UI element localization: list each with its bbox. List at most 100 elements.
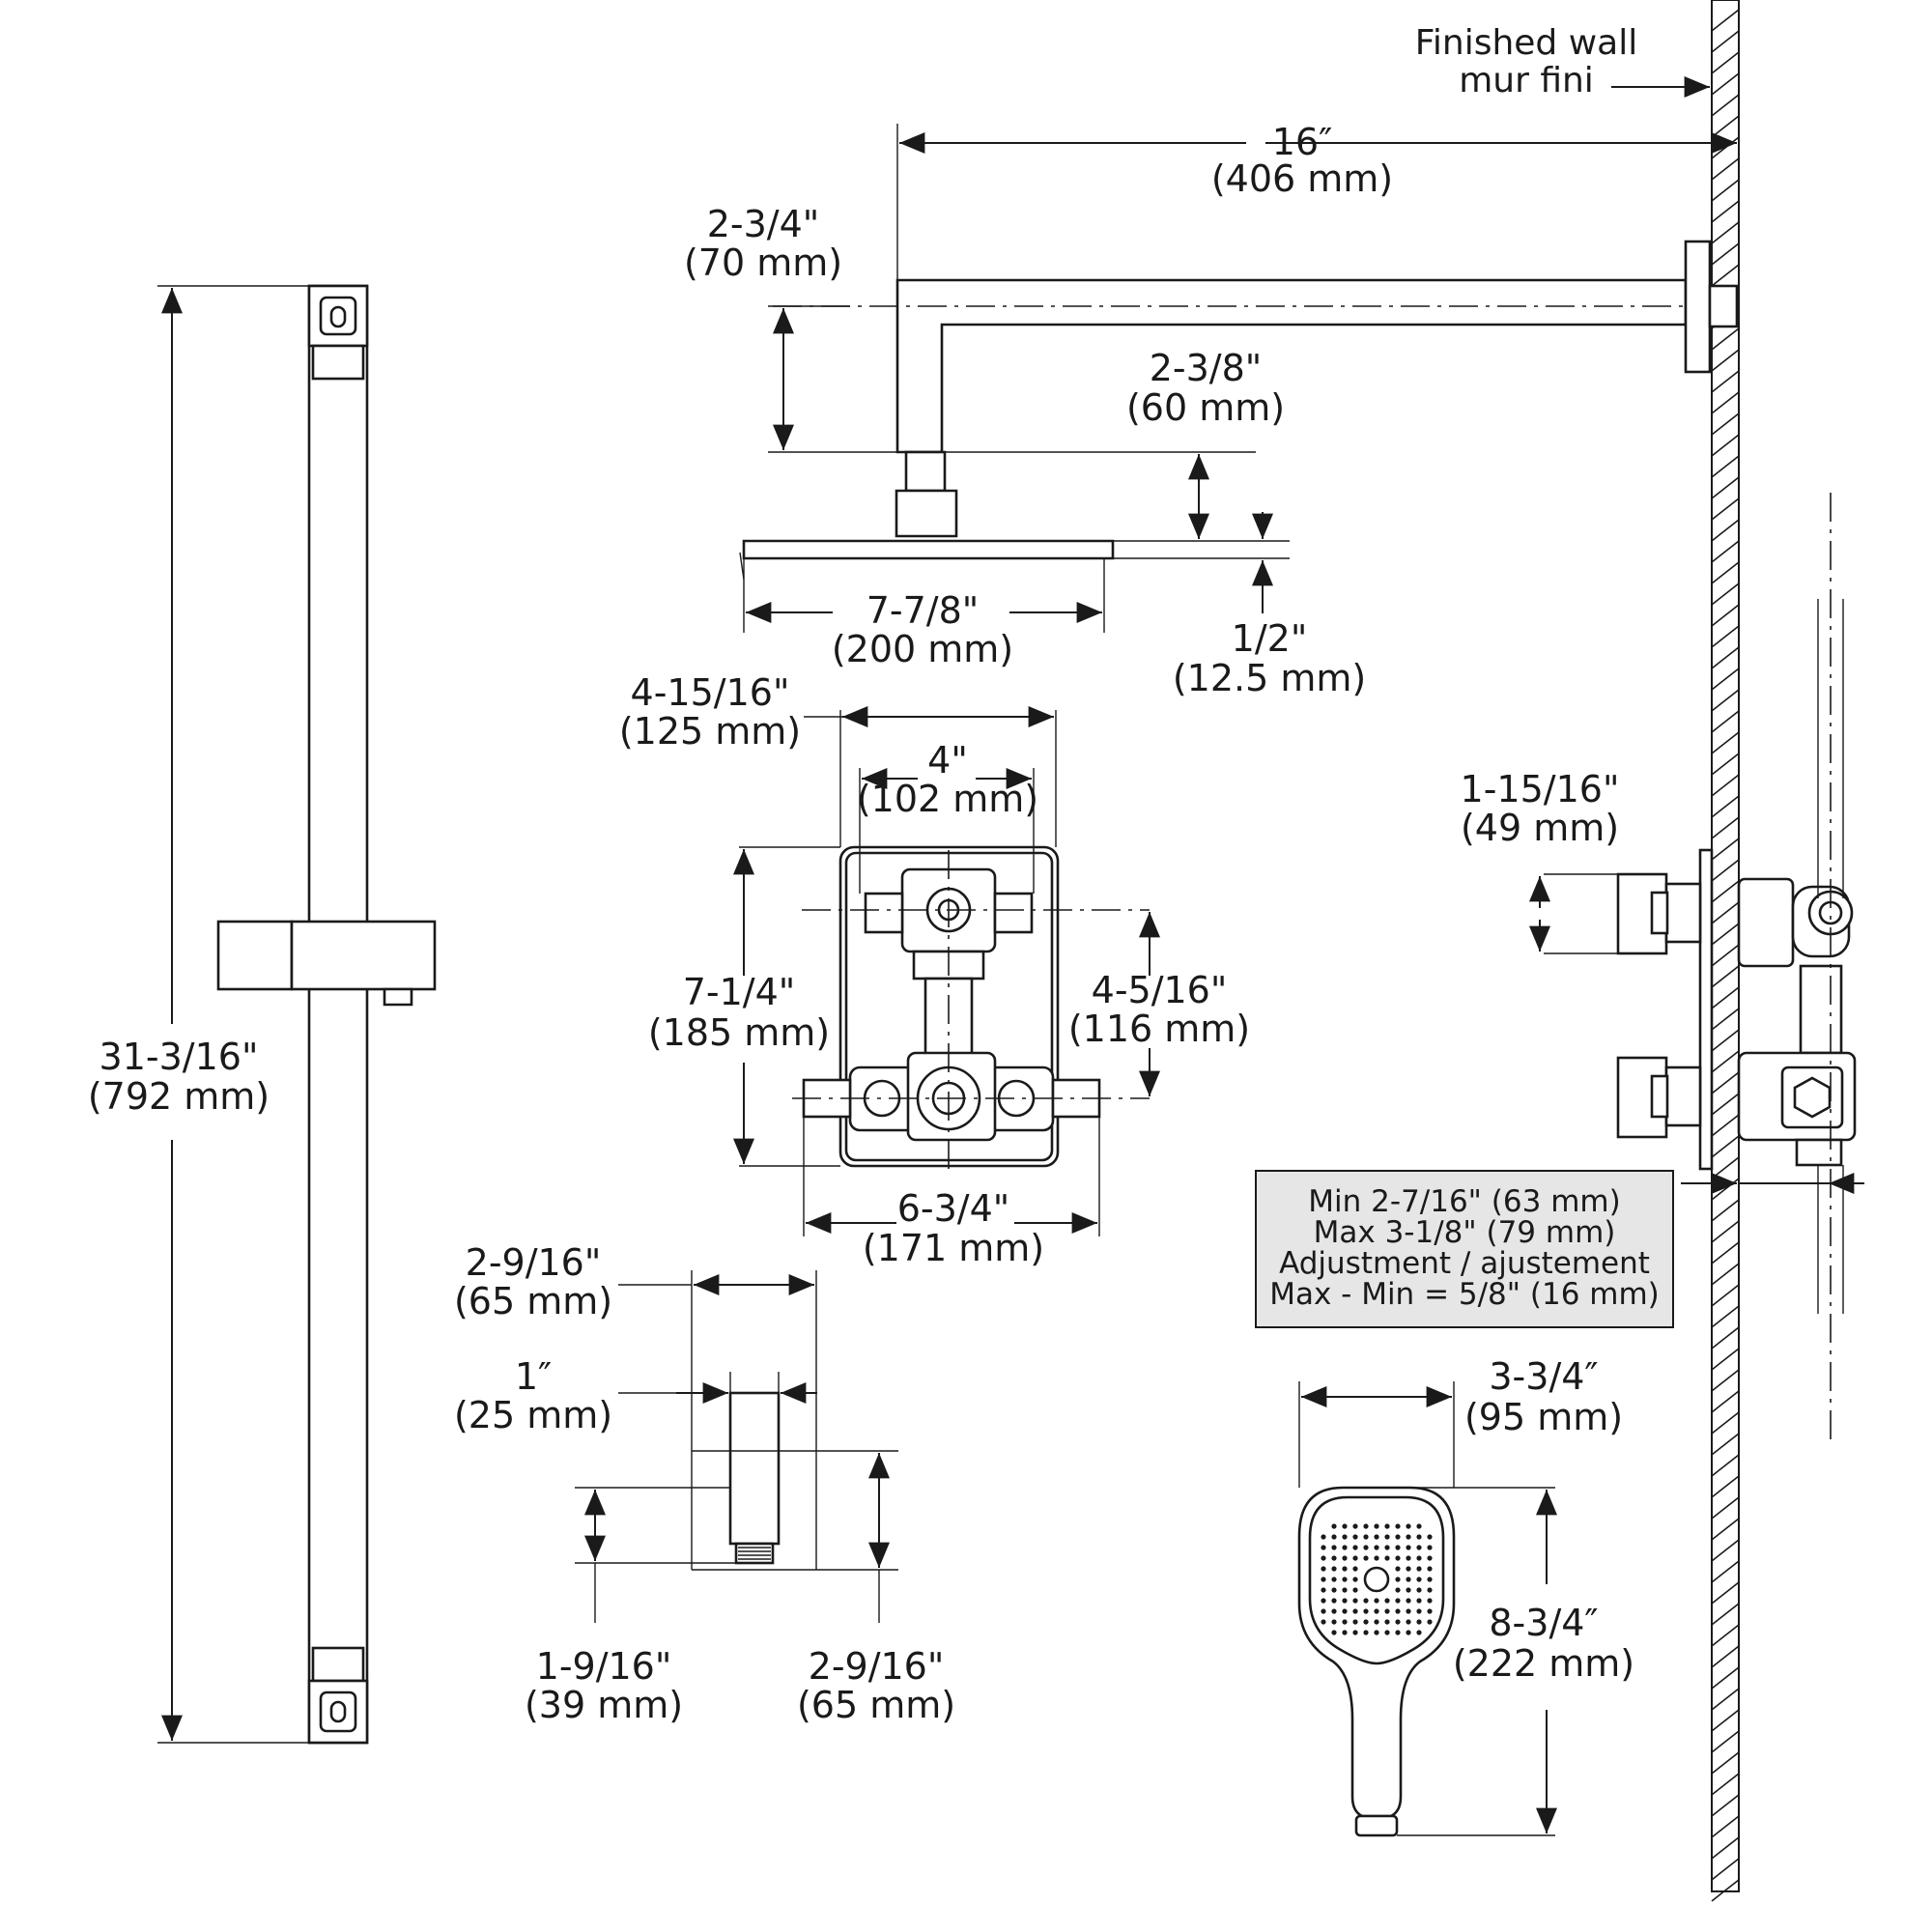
wall-hatch-line: [1711, 200, 1740, 223]
wall-hatch-line: [1711, 1284, 1740, 1307]
wall-hatch-line: [1711, 349, 1740, 372]
spray-nozzle: [1395, 1608, 1401, 1614]
wall-hatch-line: [1711, 582, 1740, 606]
wall-hatch-line: [1711, 370, 1740, 393]
adjustment-note-min: Min 2-7/16" (63 mm): [1308, 1184, 1620, 1219]
spray-nozzle: [1342, 1555, 1348, 1561]
spray-nozzle: [1321, 1534, 1326, 1540]
spray-nozzle: [1331, 1545, 1337, 1550]
adjustment-note-title: Adjustment / ajustement: [1279, 1246, 1650, 1281]
spray-nozzle: [1331, 1598, 1337, 1604]
inner-width-imperial: 4": [927, 739, 968, 781]
wall-hatch-line: [1711, 1305, 1740, 1328]
wall-hatch-line: [1711, 1773, 1740, 1796]
bottom-bracket-screw: [329, 1700, 347, 1723]
spray-nozzle: [1406, 1555, 1411, 1561]
wall-hatch-line: [1711, 1029, 1740, 1052]
spray-nozzle: [1363, 1608, 1369, 1614]
elbow-thread-lines: [738, 1547, 771, 1560]
spray-nozzle: [1331, 1630, 1337, 1635]
slider-holder-body: [290, 920, 437, 991]
slide-bar-top-cap: [311, 344, 365, 381]
wall-hatch-line: [1711, 412, 1740, 436]
upper-valve-port-left: [864, 892, 904, 934]
wall-hatch-line: [1711, 944, 1740, 967]
spray-nozzle: [1342, 1534, 1348, 1540]
wall-hatch-line: [1711, 731, 1740, 754]
spray-nozzle: [1374, 1619, 1379, 1625]
body-width-metric: (171 mm): [863, 1227, 1044, 1269]
spray-nozzle: [1427, 1555, 1433, 1561]
elbow-height-metric: (65 mm): [797, 1684, 955, 1726]
wall-hatch-line: [1711, 710, 1740, 733]
spray-nozzle: [1427, 1598, 1433, 1604]
spray-nozzle: [1321, 1619, 1326, 1625]
body-width-imperial: 6-3/4": [897, 1187, 1010, 1230]
arm-drop-metric: (70 mm): [684, 242, 842, 284]
wall-hatch-line: [1711, 1751, 1740, 1775]
spray-nozzle: [1416, 1598, 1422, 1604]
wall-hatch-line: [1711, 561, 1740, 584]
top-bracket-screw: [329, 305, 347, 328]
wall-hatch-line: [1711, 72, 1740, 96]
wall-hatch-line: [1711, 434, 1740, 457]
spray-nozzle: [1374, 1555, 1379, 1561]
wall-hatch-line: [1711, 1624, 1740, 1647]
wall-hatch-line: [1711, 327, 1740, 351]
wall-flange: [1684, 240, 1712, 374]
wall-hatch-line: [1711, 795, 1740, 818]
adjustment-note-background: [1255, 1170, 1674, 1328]
plate-width-imperial: 4-15/16": [631, 671, 790, 714]
plate-height-metric: (185 mm): [648, 1011, 830, 1054]
spray-nozzle: [1352, 1619, 1358, 1625]
spray-nozzle: [1363, 1630, 1369, 1635]
spray-nozzle: [1384, 1545, 1390, 1550]
upper-trim-spline: [1650, 891, 1669, 935]
spray-nozzle: [1406, 1598, 1411, 1604]
wall-hatch-line: [1711, 1326, 1740, 1350]
wall-hatch-line: [1711, 476, 1740, 499]
spray-nozzle: [1416, 1577, 1422, 1582]
valve-spacing-imperial: 4-5/16": [1092, 969, 1228, 1011]
flange-stub: [1708, 284, 1739, 328]
spray-nozzle: [1352, 1577, 1358, 1582]
slide-bar-bottom-cap: [311, 1646, 365, 1683]
wall-hatch-line: [1711, 901, 1740, 924]
spray-nozzle: [1363, 1598, 1369, 1604]
spray-nozzle: [1342, 1523, 1348, 1529]
spray-nozzle: [1416, 1523, 1422, 1529]
head-neck-imperial: 2-3/8": [1150, 347, 1263, 389]
elbow-thread: [734, 1542, 775, 1565]
head-width-metric: (200 mm): [832, 628, 1013, 670]
spray-nozzle: [1352, 1523, 1358, 1529]
spray-nozzle: [1342, 1598, 1348, 1604]
elbow-pipe: [728, 1391, 781, 1546]
upper-valve-side-body: [1737, 877, 1795, 968]
plate-height-imperial: 7-1/4": [683, 971, 796, 1013]
elbow-height-imperial: 2-9/16": [809, 1645, 945, 1688]
spray-nozzle: [1395, 1545, 1401, 1550]
wall-hatch-line: [1711, 264, 1740, 287]
elbow-pipe-imperial: 1″: [515, 1355, 552, 1398]
wall-hatch-line: [1711, 30, 1740, 53]
spray-nozzle: [1427, 1619, 1433, 1625]
spray-nozzle: [1342, 1608, 1348, 1614]
spray-nozzle: [1321, 1587, 1326, 1593]
wall-hatch-line: [1711, 1581, 1740, 1605]
spray-nozzle: [1427, 1566, 1433, 1572]
wall-hatch-line: [1711, 1390, 1740, 1413]
spray-nozzle: [1384, 1555, 1390, 1561]
spray-nozzle: [1352, 1608, 1358, 1614]
slider-knob: [383, 987, 413, 1007]
adjustment-note-max: Max 3-1/8" (79 mm): [1314, 1215, 1616, 1250]
wall-hatch-line: [1711, 51, 1740, 74]
wall-hatch-line: [1711, 923, 1740, 946]
head-thickness-metric: (12.5 mm): [1173, 657, 1366, 699]
hand-shower-face: [1308, 1495, 1445, 1665]
wall-hatch-line: [1711, 94, 1740, 117]
spray-nozzle: [1374, 1545, 1379, 1550]
wall-hatch-line: [1711, 1645, 1740, 1668]
head-neck-metric: (60 mm): [1126, 386, 1285, 429]
wall-hatch-line: [1711, 1263, 1740, 1286]
